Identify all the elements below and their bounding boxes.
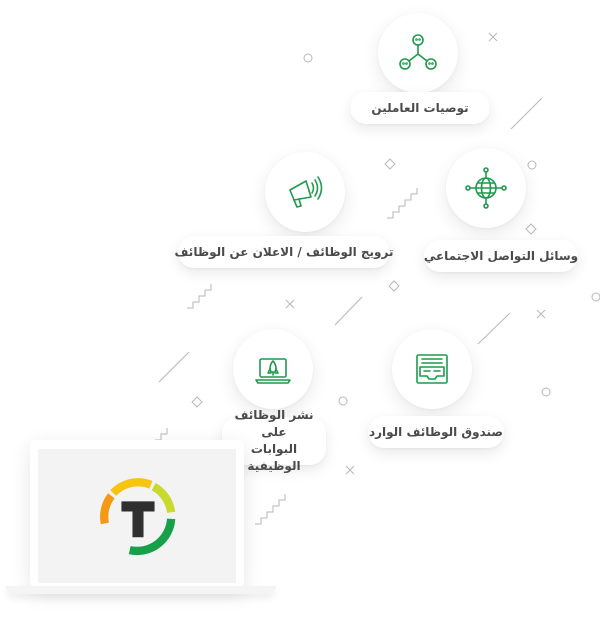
- employee-network-icon: [399, 34, 437, 70]
- job-boards-icon-circle: [233, 329, 313, 409]
- laptop-screen: [38, 449, 236, 583]
- job-promotion-label: ترويج الوظائف / الاعلان عن الوظائف: [175, 236, 393, 268]
- laptop-base: [6, 586, 276, 594]
- job-boards-label-line1: نشر الوظائف على: [234, 408, 314, 439]
- social-media-icon-circle: [446, 148, 526, 228]
- laptop-rocket-icon: [255, 358, 291, 384]
- t-letter-ring-logo: [100, 478, 176, 556]
- job-boards-label-line2: البوابات الوظيفية: [247, 442, 301, 473]
- laptop-mockup: [30, 440, 244, 588]
- social-media-label: وسائل التواصل الاجتماعي: [424, 240, 578, 272]
- job-inbox-icon-circle: [392, 329, 472, 409]
- job-inbox-label: صندوق الوظائف الوارد: [368, 416, 504, 448]
- employee-recommendations-label: توصيات العاملين: [350, 92, 490, 124]
- employee-recommendations-icon-circle: [378, 13, 458, 93]
- inbox-tray-icon: [416, 354, 448, 384]
- job-promotion-icon-circle: [265, 152, 345, 232]
- megaphone-icon: [289, 176, 323, 208]
- globe-network-icon: [465, 167, 507, 209]
